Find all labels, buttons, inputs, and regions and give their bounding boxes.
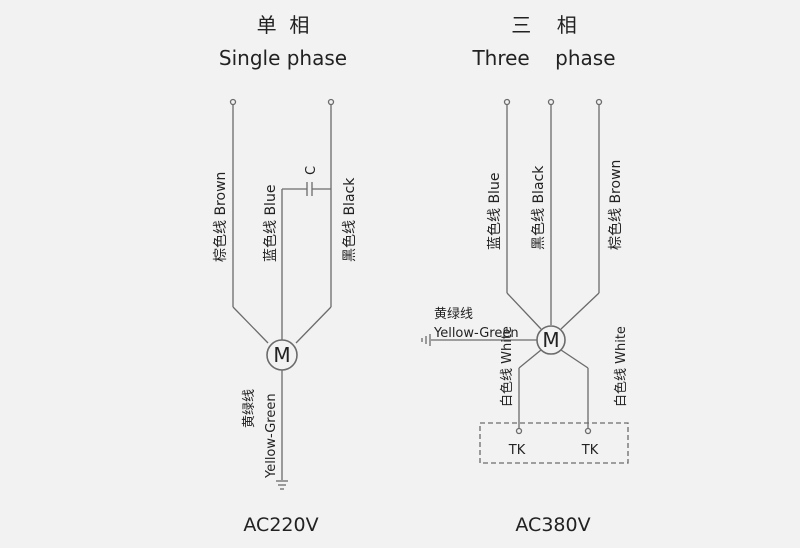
label-wire-blue: 蓝色线 Blue — [262, 185, 279, 262]
terminal-black-3 — [547, 98, 555, 106]
wire-blue-3-diagonal — [506, 292, 542, 330]
motor-letter-single: M — [273, 343, 290, 367]
label-ground-cn: 黄绿线 — [242, 389, 257, 428]
label-tk-left: TK — [508, 443, 526, 458]
single-phase-wiring — [229, 98, 335, 490]
wire-brown-3-diagonal — [560, 292, 600, 330]
label-tk-right: TK — [581, 443, 599, 458]
three-phase-title-cn: 三 相 — [511, 13, 576, 37]
terminal-blue — [503, 98, 511, 106]
label-wire-black: 黑色线 Black — [341, 177, 358, 262]
label-white-left: 白色线 White — [499, 326, 515, 407]
motor-letter-three: M — [542, 328, 559, 352]
terminal-brown — [229, 98, 237, 106]
ground-symbol-single — [276, 480, 288, 490]
label-wire-brown-3: 棕色线 Brown — [607, 160, 624, 250]
label-wire-blue-3: 蓝色线 Blue — [486, 173, 503, 250]
wire-white-left-diagonal — [518, 349, 542, 369]
label-capacitor: C — [304, 166, 319, 175]
terminal-tk-left — [515, 427, 523, 435]
label-ground-en-3: Yellow-Green — [433, 326, 519, 341]
label-white-right: 白色线 White — [613, 326, 629, 407]
terminal-black — [327, 98, 335, 106]
label-ground-en: Yellow-Green — [264, 393, 279, 479]
three-phase-title-en: Three phase — [471, 46, 615, 70]
three-phase-wiring — [421, 98, 629, 464]
label-ground-cn-3: 黄绿线 — [434, 307, 473, 322]
wire-white-right-diagonal — [560, 349, 589, 369]
terminal-tk-right — [584, 427, 592, 435]
ground-symbol-three — [421, 334, 431, 346]
wire-brown-diagonal — [232, 306, 269, 344]
voltage-three: AC380V — [515, 514, 590, 536]
wire-black-diagonal — [295, 306, 332, 344]
label-wire-brown: 棕色线 Brown — [212, 172, 229, 262]
label-wire-black-3: 黑色线 Black — [530, 165, 547, 250]
single-phase-title-en: Single phase — [219, 46, 347, 70]
voltage-single: AC220V — [243, 514, 318, 536]
single-phase-title-cn: 单 相 — [257, 13, 310, 37]
thermal-protector-box — [479, 422, 629, 464]
terminal-brown-3 — [595, 98, 603, 106]
